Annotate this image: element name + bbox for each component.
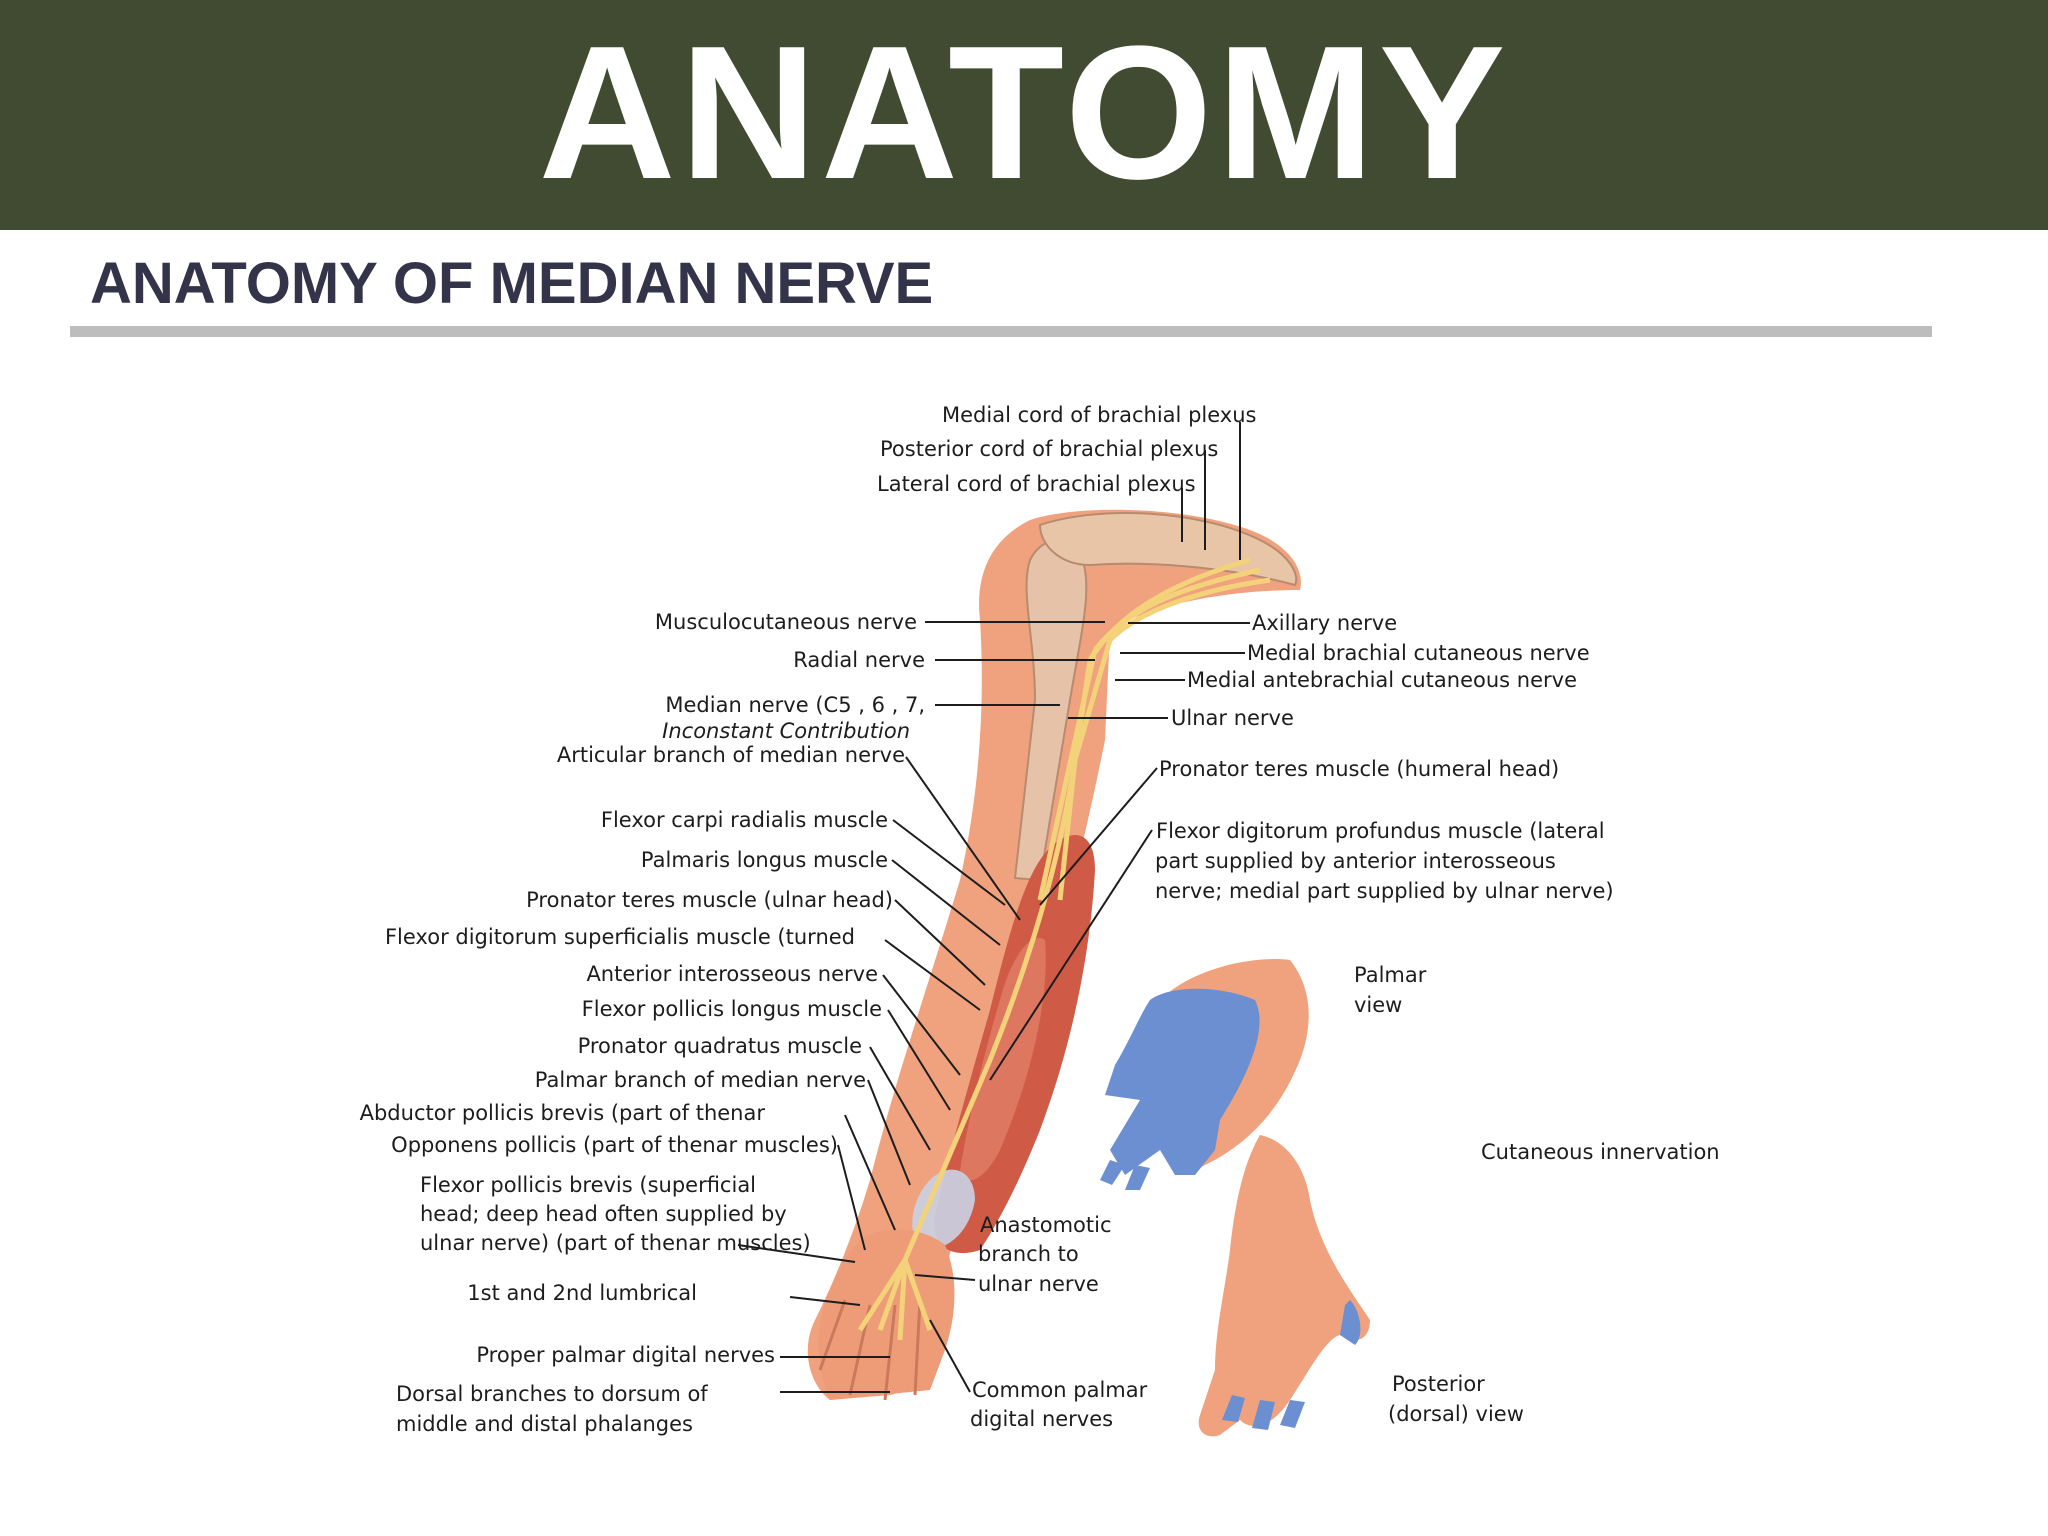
palmar-hand-fingers	[1100, 1160, 1150, 1190]
label-anastomotic-line1: Anastomotic	[980, 1213, 1112, 1237]
label-common-palmar-line2: digital nerves	[970, 1407, 1113, 1431]
dorsal-hand-illustration	[1198, 1135, 1370, 1437]
hand-fingers	[818, 1299, 922, 1401]
label-anterior-interosseous: Anterior interosseous nerve	[586, 962, 878, 986]
label-pronator-teres-ulnar: Pronator teres muscle (ulnar head)	[526, 888, 893, 912]
label-dorsal-branches-line2: middle and distal phalanges	[396, 1412, 693, 1436]
label-anastomotic-line3: ulnar nerve	[978, 1272, 1099, 1296]
figure-labels-left: Medial cord of brachial plexus Posterior…	[360, 403, 1257, 1436]
label-cutaneous-innervation: Cutaneous innervation	[1481, 1140, 1720, 1164]
label-medial-brachial-cutaneous: Medial brachial cutaneous nerve	[1247, 641, 1590, 665]
label-axillary-nerve: Axillary nerve	[1252, 611, 1397, 635]
label-fpb-line1: Flexor pollicis brevis (superficial	[420, 1173, 756, 1197]
label-lumbricals: 1st and 2nd lumbrical	[467, 1281, 697, 1305]
label-pronator-teres-humeral: Pronator teres muscle (humeral head)	[1159, 757, 1559, 781]
leader-lines	[737, 422, 1250, 1393]
title-banner: ANATOMY	[0, 0, 2048, 230]
label-palmaris-longus: Palmaris longus muscle	[641, 848, 888, 872]
label-flexor-pollicis-longus: Flexor pollicis longus muscle	[582, 997, 882, 1021]
label-abductor-pollicis-brevis: Abductor pollicis brevis (part of thenar	[360, 1101, 766, 1125]
label-fdp-line2: part supplied by anterior interosseous	[1155, 849, 1556, 873]
palmar-hand-illustration	[1100, 959, 1309, 1190]
label-musculocutaneous-nerve: Musculocutaneous nerve	[655, 610, 917, 634]
label-flexor-carpi-radialis: Flexor carpi radialis muscle	[601, 808, 888, 832]
arm-illustration	[807, 509, 1301, 1401]
label-flexor-digitorum-superficialis: Flexor digitorum superficialis muscle (t…	[385, 925, 855, 949]
label-lateral-cord: Lateral cord of brachial plexus	[877, 472, 1196, 496]
label-median-nerve-contribution: Inconstant Contribution	[662, 719, 910, 743]
slide-subtitle: ANATOMY OF MEDIAN NERVE	[90, 251, 934, 316]
label-medial-antebrachial-cutaneous: Medial antebrachial cutaneous nerve	[1187, 668, 1577, 692]
label-posterior-cord: Posterior cord of brachial plexus	[880, 437, 1218, 461]
dorsal-hand-skin	[1198, 1135, 1370, 1437]
label-anastomotic-line2: branch to	[978, 1242, 1079, 1266]
label-posterior-view-line2: (dorsal) view	[1388, 1402, 1524, 1426]
label-opponens-pollicis: Opponens pollicis (part of thenar muscle…	[391, 1133, 838, 1157]
label-palmar-view-line2: view	[1354, 993, 1402, 1017]
label-medial-cord: Medial cord of brachial plexus	[942, 403, 1256, 427]
label-posterior-view-line1: Posterior	[1392, 1372, 1485, 1396]
arm-skin	[807, 509, 1301, 1400]
label-proper-palmar-digital: Proper palmar digital nerves	[476, 1343, 775, 1367]
label-fpb-line3: ulnar nerve) (part of thenar muscles)	[420, 1231, 811, 1255]
figure-labels-right: Axillary nerve Medial brachial cutaneous…	[970, 611, 1720, 1431]
label-palmar-view-line1: Palmar	[1354, 963, 1427, 987]
label-radial-nerve: Radial nerve	[793, 648, 925, 672]
label-fdp-line1: Flexor digitorum profundus muscle (later…	[1156, 819, 1605, 843]
label-palmar-branch: Palmar branch of median nerve	[535, 1068, 866, 1092]
label-ulnar-nerve: Ulnar nerve	[1171, 706, 1294, 730]
divider-rule	[70, 326, 1932, 337]
label-dorsal-branches-line1: Dorsal branches to dorsum of	[396, 1382, 708, 1406]
palmar-hand-innervation[interactable]	[1105, 988, 1260, 1175]
label-articular-branch: Articular branch of median nerve	[557, 743, 905, 767]
label-fpb-line2: head; deep head often supplied by	[420, 1202, 787, 1226]
label-common-palmar-line1: Common palmar	[972, 1378, 1148, 1402]
label-fdp-line3: nerve; medial part supplied by ulnar ner…	[1155, 879, 1614, 903]
wrist-tendons	[912, 1169, 975, 1250]
nerve-paths	[857, 557, 1271, 1341]
label-median-nerve: Median nerve (C5 , 6 , 7,	[665, 693, 925, 717]
label-pronator-quadratus: Pronator quadratus muscle	[578, 1034, 862, 1058]
dorsal-hand-fingertips[interactable]	[1222, 1300, 1361, 1430]
banner-title: ANATOMY	[538, 7, 1510, 219]
